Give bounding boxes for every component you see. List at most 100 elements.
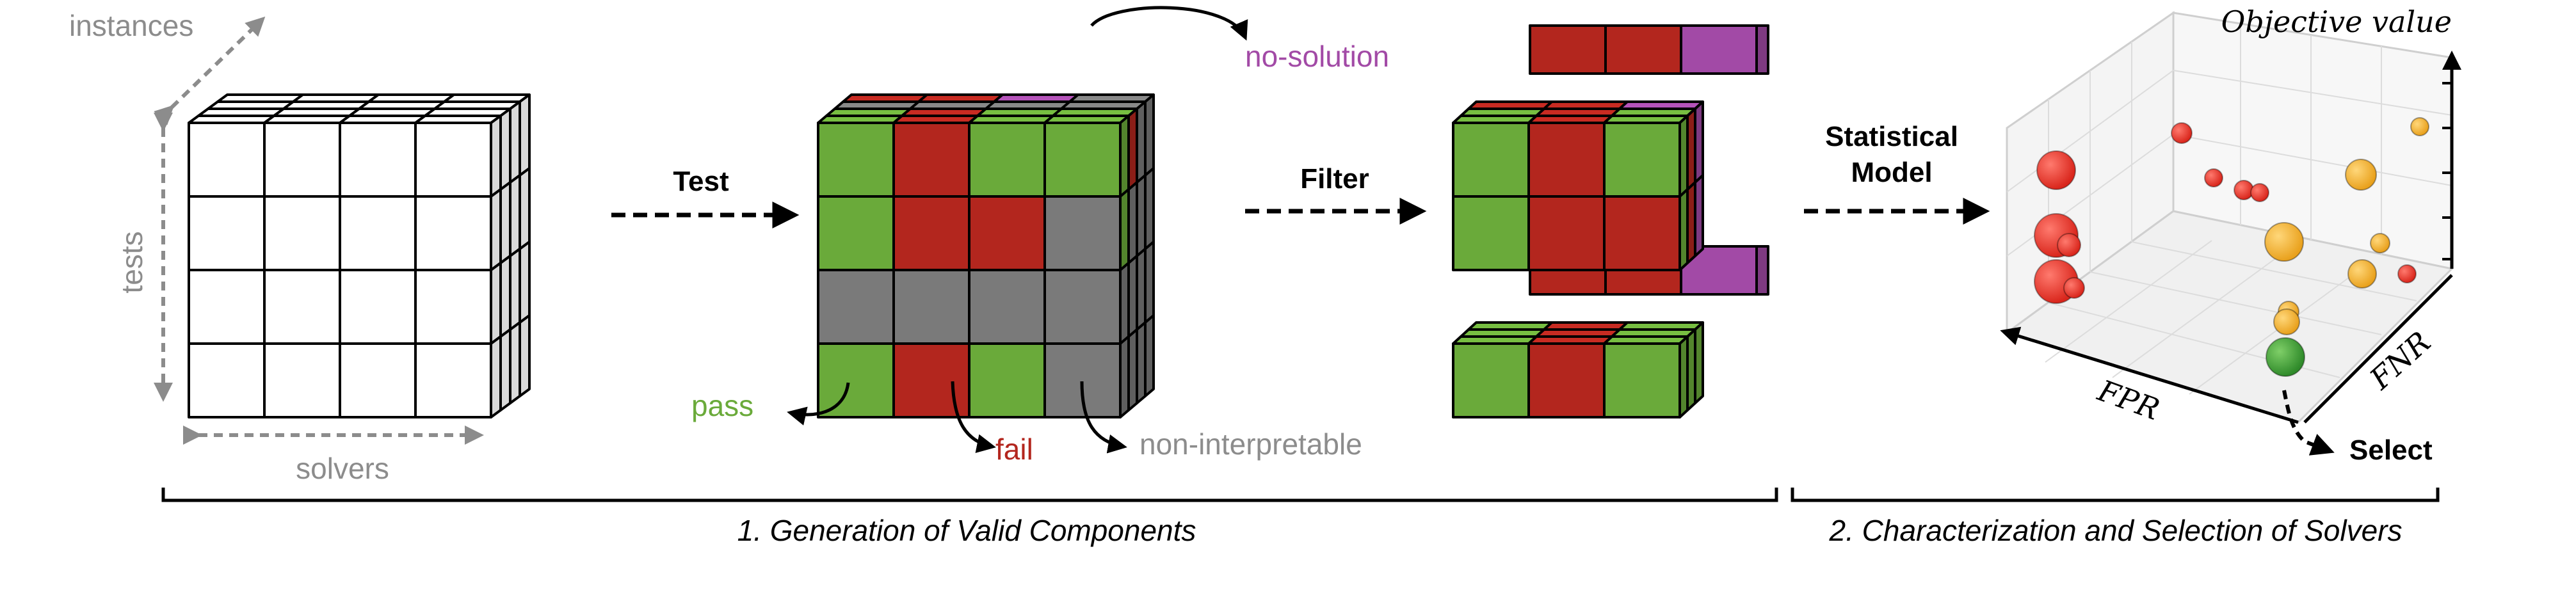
filtered-back-front-cell [1680, 24, 1758, 75]
pass-arrow [787, 382, 850, 426]
filtered-mid-front-cell [1680, 245, 1758, 296]
filtered-back-front-cell [1529, 24, 1607, 75]
empty-front-cell [188, 195, 266, 271]
empty-side-cell [499, 181, 511, 264]
cube-axes [154, 16, 484, 445]
empty-side-cell [519, 93, 531, 177]
empty-front-cell [414, 195, 492, 271]
empty-side-cell [519, 241, 531, 324]
z-axis-label: Objective value [2221, 4, 2452, 39]
tested-front-cell [968, 195, 1046, 271]
empty-front-cell [339, 269, 417, 345]
scatter-bubble [2057, 233, 2081, 257]
empty-front-cell [188, 122, 266, 198]
filtered-mid-side-cell [1755, 245, 1769, 296]
scatter-bubble [2264, 222, 2304, 262]
step-filter-label: Filter [1300, 163, 1369, 195]
axis-label-instances: instances [69, 9, 193, 42]
x-axis-label: FPR [2093, 373, 2164, 427]
non-interpretable-arrow [1080, 381, 1127, 454]
filtered-top-front-cell [1603, 122, 1681, 198]
scatter-bubble [2266, 337, 2305, 377]
filtered-top-front-cell [1527, 195, 1606, 271]
empty-side-cell [509, 100, 521, 184]
empty-front-cell [263, 195, 341, 271]
filtered-back-front-cell [1604, 24, 1682, 75]
step-model-label-2: Model [1851, 157, 1932, 188]
tested-front-cell [1043, 269, 1122, 345]
section2-title: 2. Characterization and Selection of Sol… [1829, 514, 2403, 547]
tested-front-cell [892, 269, 970, 345]
empty-side-cell [519, 167, 531, 250]
scatter-3d-plot: Objective value FPR FNR Select [2000, 4, 2461, 466]
tested-front-cell [1043, 122, 1122, 198]
bubbles [2034, 117, 2429, 377]
tested-front-cell [817, 195, 895, 271]
empty-front-cell [339, 122, 417, 198]
empty-front-cell [414, 342, 492, 418]
empty-front-cell [263, 122, 341, 198]
scatter-bubble [2370, 233, 2390, 253]
axis-label-solvers: solvers [296, 452, 389, 485]
tested-front-cell [817, 269, 895, 345]
empty-cube [188, 93, 531, 418]
section1-title: 1. Generation of Valid Components [737, 514, 1196, 547]
empty-front-cell [339, 195, 417, 271]
filtered-bottom-front-cell [1603, 342, 1681, 418]
filtered-back-side-cell [1755, 24, 1769, 75]
filtered-top-front-cell [1527, 122, 1606, 198]
filtered-blocks [1452, 24, 1769, 418]
empty-side-cell [519, 314, 531, 397]
scatter-bubble [2063, 277, 2085, 299]
legend-arrows [787, 6, 1248, 454]
step-model-label-1: Statistical [1825, 121, 1958, 152]
legend-pass: pass [691, 389, 753, 422]
filtered-top-front-cell [1603, 195, 1681, 271]
empty-side-cell [509, 248, 521, 331]
tested-front-cell [968, 342, 1046, 418]
legend-non-interpretable: non-interpretable [1139, 427, 1362, 461]
section2-bracket [1791, 488, 2440, 502]
filtered-bottom-front-cell [1527, 342, 1606, 418]
tested-front-cell [1043, 195, 1122, 271]
empty-front-cell [414, 122, 492, 198]
empty-front-cell [339, 342, 417, 418]
scatter-bubble [2273, 308, 2300, 335]
tested-front-cell [892, 195, 970, 271]
empty-side-cell [490, 335, 502, 418]
empty-front-cell [188, 269, 266, 345]
filtered-top-front-cell [1452, 122, 1530, 198]
scatter-bubble [2410, 117, 2429, 136]
legend-fail: fail [995, 433, 1033, 466]
filtered-bottom-front-cell [1452, 342, 1530, 418]
step-select-label: Select [2349, 434, 2433, 466]
empty-side-cell [499, 107, 511, 191]
tested-cube [817, 93, 1155, 418]
scatter-bubble [2397, 264, 2417, 283]
empty-side-cell [509, 174, 521, 257]
axis-label-tests: tests [115, 231, 149, 293]
tested-front-cell [1043, 342, 1122, 418]
empty-front-cell [188, 342, 266, 418]
z-ticks [2442, 82, 2452, 260]
tested-front-cell [817, 342, 895, 418]
step-test-label: Test [673, 166, 729, 197]
x-axis [2000, 326, 2299, 424]
scatter-bubble [2250, 183, 2269, 202]
filtered-top-front-cell [1452, 195, 1530, 271]
empty-front-cell [263, 269, 341, 345]
scatter-bubble [2234, 180, 2254, 200]
tested-front-cell [968, 122, 1046, 198]
fail-arrow [951, 381, 996, 453]
section1-bracket [161, 488, 1778, 502]
empty-front-cell [414, 269, 492, 345]
scatter-bubble [2036, 150, 2076, 190]
empty-side-cell [490, 115, 502, 198]
tested-front-cell [892, 122, 970, 198]
tested-front-cell [892, 342, 970, 418]
scatter-bubble [2171, 122, 2193, 144]
empty-side-cell [509, 321, 521, 404]
select-arrow [2282, 390, 2335, 456]
scatter-bubble [2347, 259, 2377, 289]
